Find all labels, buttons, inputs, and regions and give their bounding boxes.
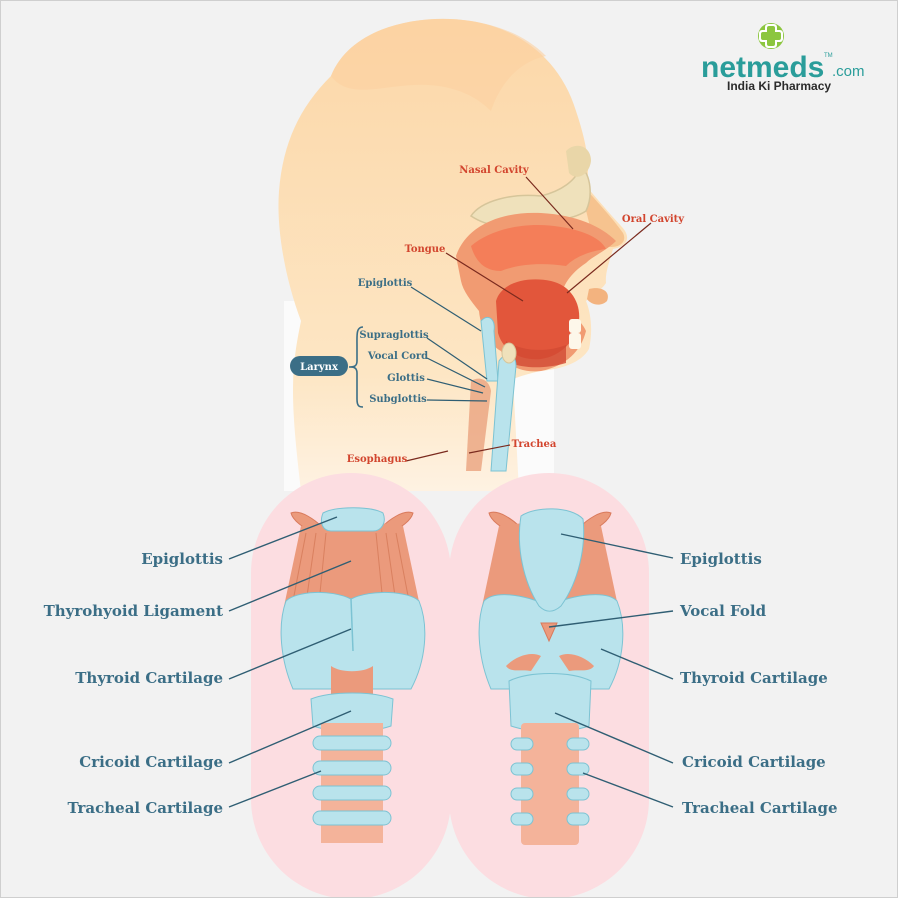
thyrohyoid-membrane xyxy=(283,522,421,611)
head-outline xyxy=(278,18,628,491)
lower-leader-lines xyxy=(228,516,674,808)
logo-wordmark: netmeds xyxy=(701,51,824,84)
back-view-labels: Epiglottis Vocal Fold Thyroid Cartilage … xyxy=(679,550,838,817)
label-front-tracheal-cartilage: Tracheal Cartilage xyxy=(67,799,223,817)
head-labels: Nasal Cavity Oral Cavity Tongue Epiglott… xyxy=(290,165,685,465)
label-front-cricoid-cartilage: Cricoid Cartilage xyxy=(79,753,223,771)
label-front-epiglottis: Epiglottis xyxy=(141,550,223,568)
back-larynx xyxy=(478,508,624,845)
back-tracheal-rings xyxy=(510,737,590,826)
label-tongue: Tongue xyxy=(405,244,446,255)
hyoid-bone xyxy=(501,342,517,364)
logo-tld: .com xyxy=(832,63,865,80)
logo-net: net xyxy=(701,51,746,84)
tooth xyxy=(569,319,581,333)
cricothyroid-muscle xyxy=(331,666,373,701)
label-larynx: Larynx xyxy=(300,362,339,373)
label-oral-cavity: Oral Cavity xyxy=(622,214,685,225)
label-back-tracheal-cartilage: Tracheal Cartilage xyxy=(682,799,838,817)
label-thyrohyoid-ligament: Thyrohyoid Ligament xyxy=(44,602,224,620)
logo-meds: meds xyxy=(746,51,824,84)
back-epiglottis xyxy=(518,508,585,612)
esophagus-tube xyxy=(466,378,491,471)
epiglottis-shape xyxy=(480,316,499,382)
tongue-shape xyxy=(496,279,580,360)
label-vocal-cord: Vocal Cord xyxy=(367,351,428,362)
netmeds-logo: netmeds .com TM India Ki Pharmacy xyxy=(701,23,865,93)
hair-shade xyxy=(331,18,546,112)
front-view-labels: Epiglottis Thyrohyoid Ligament Thyroid C… xyxy=(44,550,224,817)
tongue-muscle xyxy=(506,341,566,368)
lips xyxy=(587,288,608,305)
nasal-cavity-region xyxy=(471,225,606,271)
back-trachea xyxy=(521,723,579,845)
label-back-epiglottis: Epiglottis xyxy=(680,550,762,568)
vocal-fold-shape xyxy=(540,622,558,643)
label-back-cricoid-cartilage: Cricoid Cartilage xyxy=(682,753,826,771)
thyroid-notch-line xyxy=(350,598,354,652)
label-supraglottis: Supraglottis xyxy=(359,330,429,341)
label-epiglottis-head: Epiglottis xyxy=(358,278,413,289)
sinus xyxy=(566,145,591,177)
larynx-badge xyxy=(290,356,348,376)
head-leader-lines xyxy=(348,176,652,462)
membrane-striations xyxy=(292,532,410,604)
label-trachea: Trachea xyxy=(512,439,557,450)
tooth xyxy=(569,333,581,349)
front-larynx xyxy=(280,507,426,843)
front-epiglottis xyxy=(320,507,385,532)
label-back-thyroid-cartilage: Thyroid Cartilage xyxy=(680,669,828,687)
label-glottis: Glottis xyxy=(387,373,425,384)
label-front-thyroid-cartilage: Thyroid Cartilage xyxy=(75,669,223,687)
label-subglottis: Subglottis xyxy=(369,394,427,405)
label-nasal-cavity: Nasal Cavity xyxy=(459,165,530,176)
front-tracheal-rings xyxy=(312,735,392,826)
label-vocal-fold: Vocal Fold xyxy=(679,602,767,620)
plus-icon xyxy=(758,23,784,49)
logo-tagline: India Ki Pharmacy xyxy=(727,79,831,93)
logo-tm: TM xyxy=(824,53,833,59)
label-esophagus: Esophagus xyxy=(347,454,408,465)
arytenoid-right xyxy=(559,654,594,671)
internal-anatomy xyxy=(456,145,616,472)
arytenoid-left xyxy=(506,654,541,671)
